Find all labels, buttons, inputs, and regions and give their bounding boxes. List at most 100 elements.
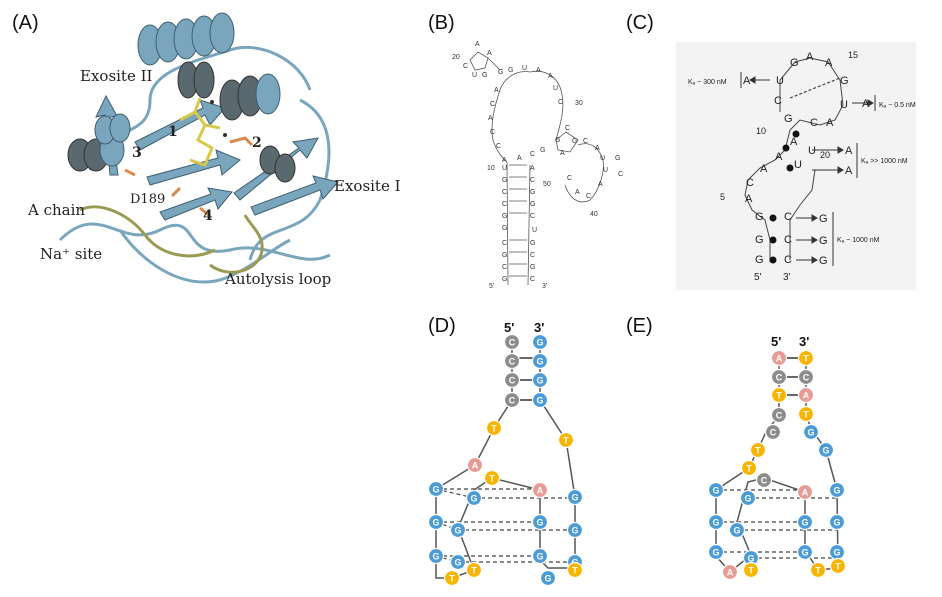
site-2-label: 2 — [252, 135, 262, 151]
base-g — [449, 553, 467, 571]
site-4-label: 4 — [203, 208, 213, 224]
base-g — [531, 391, 549, 409]
base-pair-dot — [769, 256, 777, 264]
svg-text:A: A — [825, 57, 833, 69]
svg-text:G: G — [755, 234, 764, 246]
backbone — [529, 70, 564, 141]
base-letter: C — [509, 357, 516, 367]
base-g — [427, 547, 445, 565]
base-c — [770, 406, 788, 424]
quartet-bonds — [716, 489, 837, 559]
svg-text:G: G — [482, 72, 487, 79]
site-3-label: 3 — [132, 145, 142, 161]
base-letter: A — [537, 486, 544, 496]
svg-text:A: A — [517, 155, 522, 162]
a-chain-coil — [79, 205, 216, 258]
svg-text:C: C — [496, 143, 501, 150]
na-site-label: Na⁺ site — [40, 245, 102, 263]
helix — [137, 12, 235, 66]
base-g — [465, 489, 483, 507]
svg-text:C: C — [502, 189, 507, 196]
base-c — [503, 371, 521, 389]
nt-20-label: 20 — [452, 54, 460, 61]
svg-text:C: C — [558, 99, 563, 106]
base-letter: T — [489, 474, 495, 484]
svg-text:G: G — [790, 57, 799, 69]
base-c — [503, 391, 521, 409]
three-prime-label: 3' — [534, 320, 544, 335]
kd-300-label: Kₐ ~ 300 nM — [688, 79, 727, 86]
svg-text:A: A — [475, 41, 480, 48]
five-prime-label: 5' — [754, 272, 762, 283]
base-letter: T — [748, 566, 754, 576]
base-c — [764, 423, 782, 441]
nt-30-label: 30 — [575, 100, 583, 107]
base-g — [796, 543, 814, 561]
base-t — [566, 561, 584, 579]
coil — [118, 229, 291, 284]
five-prime-label: 5' — [771, 334, 781, 349]
base-letter: G — [733, 526, 740, 536]
backbone — [564, 143, 604, 203]
side-chain — [170, 186, 182, 198]
svg-text:A: A — [845, 165, 853, 177]
side-chain — [229, 136, 254, 147]
svg-text:G: G — [530, 264, 535, 271]
svg-text:G: G — [502, 276, 507, 283]
svg-text:U: U — [532, 227, 537, 234]
base-letter: G — [801, 518, 808, 528]
base-letter: G — [807, 428, 814, 438]
nt-50-label: 50 — [543, 181, 551, 188]
beta-strand — [134, 99, 226, 151]
backbone — [487, 57, 501, 71]
beta-strand — [159, 187, 233, 221]
site-1-label: 1 — [168, 124, 178, 140]
base-letter: A — [776, 354, 783, 364]
svg-text:G: G — [572, 138, 577, 145]
svg-text:C: C — [502, 240, 507, 247]
svg-text:U: U — [794, 159, 802, 171]
base-g — [739, 489, 757, 507]
base-t — [483, 469, 501, 487]
base-a — [466, 456, 484, 474]
svg-text:G: G — [819, 255, 828, 267]
svg-text:A: A — [775, 151, 783, 163]
base-letter: C — [803, 373, 810, 383]
svg-text:G: G — [502, 225, 507, 232]
base-g — [707, 543, 725, 561]
svg-text:A: A — [845, 145, 853, 157]
svg-text:G: G — [508, 67, 513, 74]
svg-text:C: C — [784, 211, 792, 223]
helix — [259, 145, 296, 183]
side-chain — [124, 168, 136, 177]
svg-text:A: A — [790, 136, 798, 148]
svg-text:C: C — [565, 125, 570, 132]
svg-text:A: A — [502, 157, 507, 164]
base-letter: T — [755, 446, 761, 456]
coil — [248, 98, 331, 261]
base-c — [503, 333, 521, 351]
a-chain-coil — [209, 214, 264, 274]
panel-c-label: (C) — [626, 12, 654, 34]
three-prime-label: 3' — [542, 283, 547, 290]
base-pairs — [509, 164, 527, 277]
base-letter: C — [776, 373, 783, 383]
base-letter: T — [776, 391, 782, 401]
kd-0-5-label: Kₐ ~ 0.5 nM — [879, 102, 916, 109]
base-letter: G — [536, 357, 543, 367]
helix — [94, 113, 131, 145]
svg-text:G: G — [502, 213, 507, 220]
nt-10-label: 10 — [756, 126, 766, 136]
base-g — [449, 521, 467, 539]
base-pair-dot — [769, 236, 777, 244]
base-letter: G — [536, 376, 543, 386]
base-g — [427, 480, 445, 498]
d189-label: D189 — [130, 192, 165, 207]
backbone — [527, 164, 531, 286]
backbone — [491, 71, 531, 163]
svg-text:A: A — [530, 165, 535, 172]
base-g — [728, 521, 746, 539]
svg-text:U: U — [776, 75, 784, 87]
arrows — [740, 72, 876, 266]
